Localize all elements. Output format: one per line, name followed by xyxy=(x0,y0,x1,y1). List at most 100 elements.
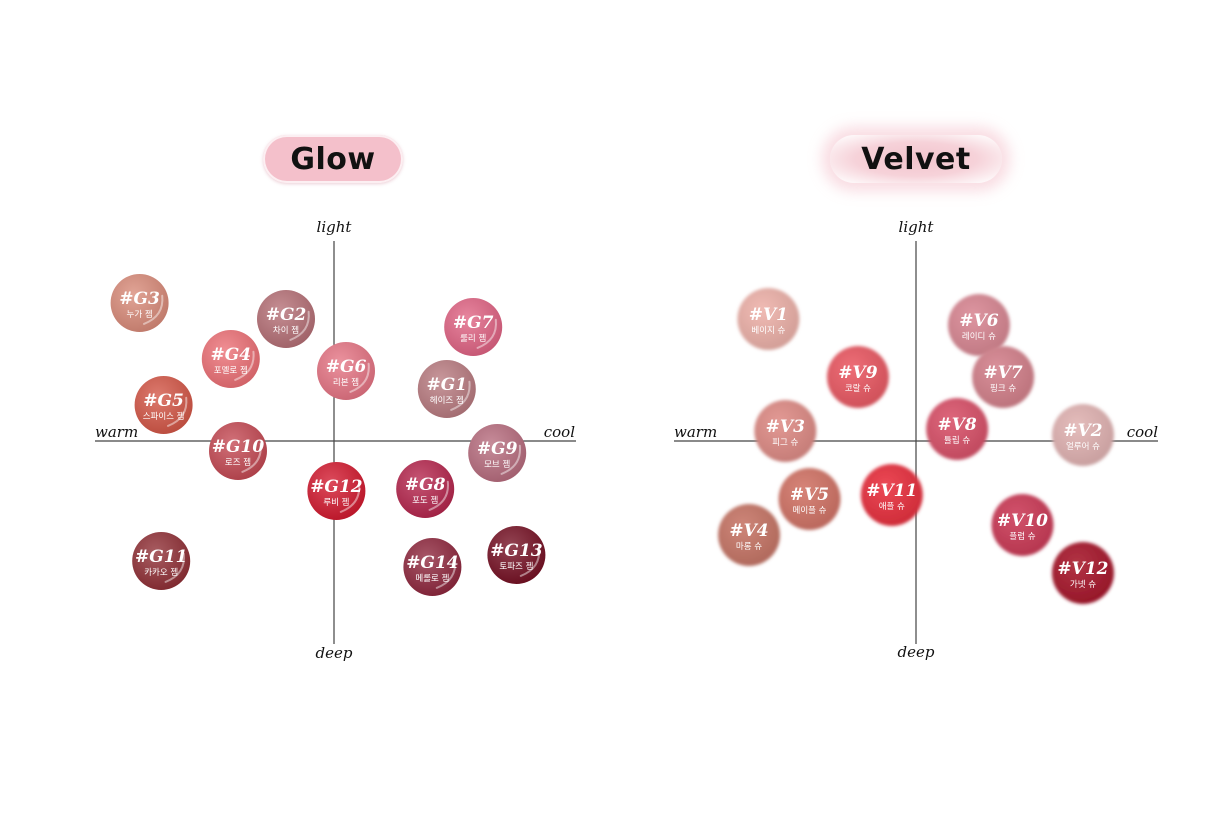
swatch-dot xyxy=(417,360,476,418)
swatch-dot xyxy=(718,504,781,566)
swatch-code: #G4 xyxy=(211,345,252,365)
swatch-dot xyxy=(396,460,455,518)
swatch-gloss xyxy=(428,480,449,511)
swatch-dot xyxy=(134,376,193,434)
swatch-gloss xyxy=(166,396,188,427)
swatch-dot xyxy=(444,298,503,356)
swatch-gloss xyxy=(450,380,471,411)
swatch-name: 모브 젬 xyxy=(484,459,510,470)
swatch-code: #V3 xyxy=(766,417,805,437)
swatch-code: #V9 xyxy=(838,363,877,383)
x-axis-label-warm: warm xyxy=(95,423,138,441)
swatch-code: #V1 xyxy=(749,305,788,325)
swatch-code: #V4 xyxy=(729,521,768,541)
swatch-name: 레이디 슈 xyxy=(962,331,996,342)
swatch-dot xyxy=(991,494,1054,556)
swatch-dot xyxy=(307,462,366,520)
swatch-gloss xyxy=(519,546,541,577)
swatch-code: #V8 xyxy=(938,415,977,435)
swatch-name: 포도 젬 xyxy=(412,495,438,506)
swatch-name: 애플 슈 xyxy=(879,502,905,512)
swatch-code: #V11 xyxy=(866,481,917,501)
swatch-code: #G5 xyxy=(143,391,184,411)
swatch-code: #V7 xyxy=(983,363,1022,383)
swatch-name: 마롱 슈 xyxy=(736,542,762,552)
swatch-dot xyxy=(317,342,375,400)
swatch-dot xyxy=(972,346,1035,408)
swatch-name: 메이플 슈 xyxy=(793,505,827,516)
swatch-name: 핑크 슈 xyxy=(990,383,1016,394)
swatch-name: 가넷 슈 xyxy=(1070,580,1096,590)
swatch-name: 플럼 슈 xyxy=(1009,532,1035,542)
swatch-gloss xyxy=(142,294,164,325)
swatch-dot xyxy=(860,464,923,526)
velvet-title: Velvet xyxy=(830,135,1002,183)
swatch-name: 포멜로 젬 xyxy=(214,365,248,376)
swatch-name: 차이 젬 xyxy=(273,325,299,336)
x-axis-label-cool: cool xyxy=(1127,423,1158,441)
swatch-code: #G7 xyxy=(453,313,494,333)
swatch-dot xyxy=(209,422,267,480)
swatch-dot xyxy=(110,274,169,332)
swatch-dot xyxy=(1051,404,1114,466)
swatch-dot xyxy=(403,538,462,596)
swatch-code: #G11 xyxy=(135,547,187,567)
swatch-code: #G9 xyxy=(477,439,518,459)
swatch-gloss xyxy=(500,444,521,475)
swatch-code: #G10 xyxy=(212,437,265,457)
swatch-code: #V6 xyxy=(959,311,998,331)
swatch-code: #G8 xyxy=(405,475,446,495)
y-axis-label-deep: deep xyxy=(898,643,935,661)
swatch-dot xyxy=(737,288,800,350)
swatch-name: 피그 슈 xyxy=(772,438,798,448)
swatch-code: #G2 xyxy=(266,305,307,325)
swatch-gloss xyxy=(164,552,185,583)
swatch-dot xyxy=(201,330,260,388)
swatch-name: 카카오 젬 xyxy=(144,567,178,578)
swatch-name: 튤립 슈 xyxy=(944,436,970,446)
swatch-name: 토파즈 젬 xyxy=(499,561,533,572)
swatch-name: 메롤로 젬 xyxy=(415,573,449,584)
swatch-gloss xyxy=(241,442,262,473)
swatch-name: 얼루어 슈 xyxy=(1066,441,1100,452)
glow-title: Glow xyxy=(263,135,403,183)
swatch-dot xyxy=(132,532,191,590)
swatch-code: #G1 xyxy=(427,375,468,395)
swatch-dot xyxy=(1051,542,1114,604)
swatch-dot xyxy=(947,294,1010,356)
swatch-code: #V2 xyxy=(1063,421,1102,441)
swatch-gloss xyxy=(476,318,497,349)
swatch-gloss xyxy=(234,350,255,381)
swatch-code: #V10 xyxy=(997,511,1048,531)
swatch-name: 베이지 슈 xyxy=(751,325,785,336)
swatch-code: #G13 xyxy=(490,541,543,561)
swatch-name: 헤이즈 젬 xyxy=(430,395,464,406)
swatch-code: #G6 xyxy=(326,357,367,377)
swatch-dot xyxy=(754,400,817,462)
y-axis-label-light: light xyxy=(317,218,353,236)
swatch-dot xyxy=(257,290,315,348)
swatch-name: 코랄 슈 xyxy=(845,383,871,394)
swatch-gloss xyxy=(349,362,370,393)
swatch-code: #V12 xyxy=(1057,559,1108,579)
swatch-gloss xyxy=(289,310,310,341)
